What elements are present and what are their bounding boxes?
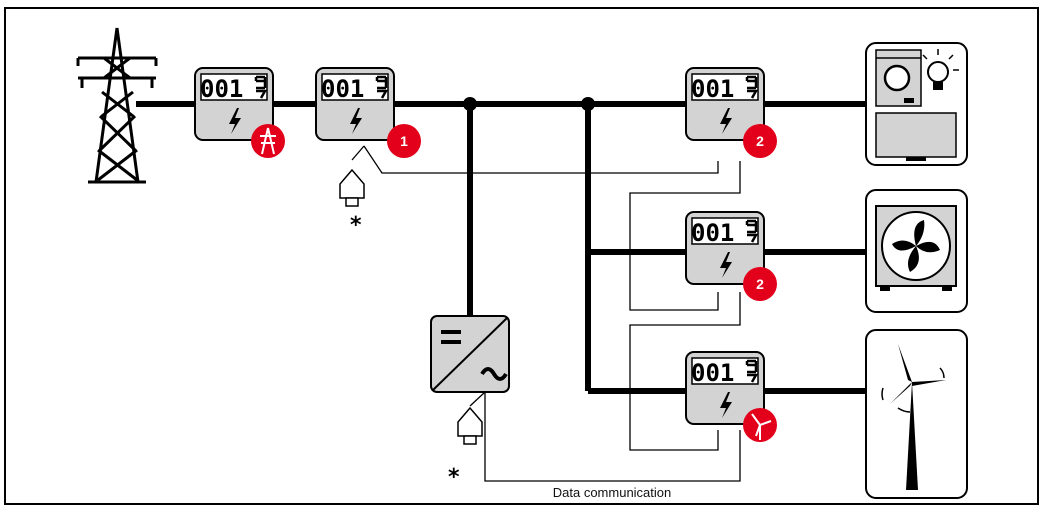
grid-meter: 001 xyxy=(193,66,285,158)
consumer-meter-load: 001 2 xyxy=(684,66,777,158)
badge xyxy=(387,124,421,158)
generator-meter-wind: 001 xyxy=(684,350,777,442)
badge-label: 2 xyxy=(756,276,764,292)
meter-reading: 001 xyxy=(691,75,734,103)
junction-dot xyxy=(463,97,477,111)
meter-reading: 001 xyxy=(200,75,243,103)
badge xyxy=(743,124,777,158)
feed-in-meter: 001 1 xyxy=(314,66,421,158)
badge xyxy=(743,267,777,301)
junction-dot xyxy=(581,97,595,111)
household-appliances-icon xyxy=(865,42,968,166)
power-lines xyxy=(136,101,866,394)
heat-pump-icon xyxy=(865,189,968,313)
inverter-icon xyxy=(430,315,510,393)
wind-turbine-icon xyxy=(865,329,968,499)
meter-reading: 001 xyxy=(321,75,364,103)
data-communication-label: Data communication xyxy=(553,485,672,500)
footnote-mark: * xyxy=(448,465,460,490)
meter-reading: 001 xyxy=(691,359,734,387)
badge-label: 2 xyxy=(756,133,764,149)
footnote-mark: * xyxy=(350,213,362,238)
pylon-icon xyxy=(260,127,276,155)
consumer-meter-heatpump: 001 2 xyxy=(684,210,777,301)
power-pylon-icon xyxy=(76,27,158,184)
meter-reading: 001 xyxy=(691,219,734,247)
badge-label: 1 xyxy=(400,133,408,149)
data-communication-lines xyxy=(351,145,741,482)
wind-turbine-badge-icon xyxy=(751,413,772,440)
badge xyxy=(251,124,285,158)
